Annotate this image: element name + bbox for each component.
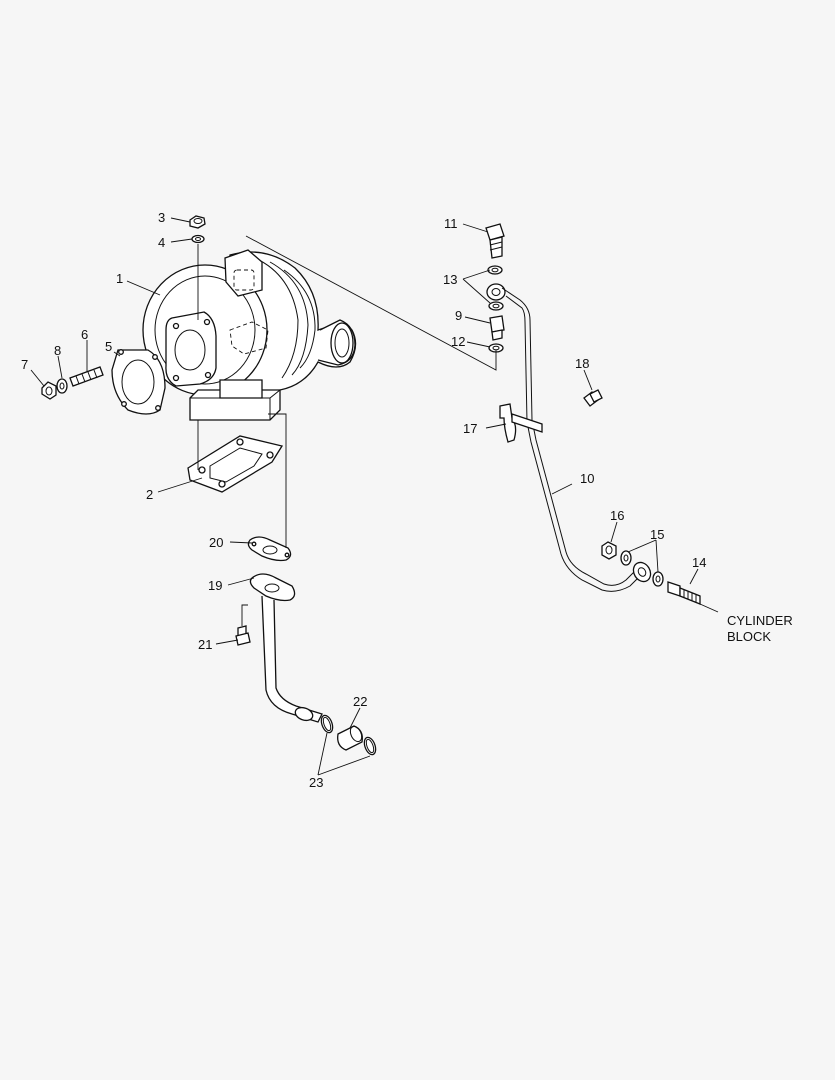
- hose-clamp-right[interactable]: [362, 736, 378, 756]
- callout-21: 21: [198, 637, 212, 652]
- turbocharger-assembly[interactable]: [142, 249, 357, 421]
- leader-lines: [30, 217, 719, 776]
- callout-labels: 1 2 3 4 5 6 7 8 9 10 11 12 13 14 15 16 1…: [21, 210, 706, 790]
- washer-8[interactable]: [56, 378, 68, 394]
- nut-3[interactable]: [189, 215, 206, 229]
- callout-16: 16: [610, 508, 624, 523]
- oil-feed-pipe[interactable]: [501, 287, 654, 592]
- callout-14: 14: [692, 555, 706, 570]
- callout-12: 12: [451, 334, 465, 349]
- callout-7: 7: [21, 357, 28, 372]
- callout-3: 3: [158, 210, 165, 225]
- washer-13-top[interactable]: [487, 265, 503, 275]
- pipe-clip[interactable]: [499, 403, 543, 443]
- callout-8: 8: [54, 343, 61, 358]
- exhaust-gasket[interactable]: [187, 435, 284, 493]
- banjo-bolt[interactable]: [485, 223, 505, 259]
- callout-22: 22: [353, 694, 367, 709]
- callout-4: 4: [158, 235, 165, 250]
- oil-return-bolt[interactable]: [235, 625, 251, 646]
- washer-15-left[interactable]: [620, 550, 632, 566]
- alignment-lines: [197, 235, 497, 626]
- callout-5: 5: [105, 339, 112, 354]
- oil-return-pipe[interactable]: [249, 573, 323, 723]
- callout-17: 17: [463, 421, 477, 436]
- callout-2: 2: [146, 487, 153, 502]
- banjo-fitting[interactable]: [486, 283, 506, 301]
- annotation-line-1: CYLINDER: [727, 613, 793, 628]
- callout-23: 23: [309, 775, 323, 790]
- rubber-hose[interactable]: [337, 725, 364, 751]
- washer-13-bottom[interactable]: [488, 301, 504, 311]
- stud[interactable]: [69, 366, 104, 387]
- oil-return-gasket[interactable]: [247, 536, 292, 562]
- nut-7[interactable]: [41, 381, 57, 400]
- callout-6: 6: [81, 327, 88, 342]
- washer-4[interactable]: [191, 234, 205, 244]
- washer-15-right[interactable]: [652, 571, 664, 587]
- cylinder-block-annotation: CYLINDER BLOCK: [727, 613, 793, 644]
- callout-11: 11: [444, 216, 458, 231]
- banjo-bolt-14[interactable]: [667, 581, 701, 605]
- callout-10: 10: [580, 471, 594, 486]
- callout-19: 19: [208, 578, 222, 593]
- clip-bolt[interactable]: [583, 389, 603, 407]
- callout-20: 20: [209, 535, 223, 550]
- callout-15: 15: [650, 527, 664, 542]
- annotation-line-2: BLOCK: [727, 629, 771, 644]
- callout-18: 18: [575, 356, 589, 371]
- nut-16[interactable]: [601, 541, 617, 560]
- callout-1: 1: [116, 271, 123, 286]
- callout-9: 9: [455, 308, 462, 323]
- union-9[interactable]: [489, 315, 505, 341]
- callout-13: 13: [443, 272, 457, 287]
- hose-clamp-left[interactable]: [319, 714, 335, 734]
- compressor-gasket[interactable]: [111, 349, 166, 415]
